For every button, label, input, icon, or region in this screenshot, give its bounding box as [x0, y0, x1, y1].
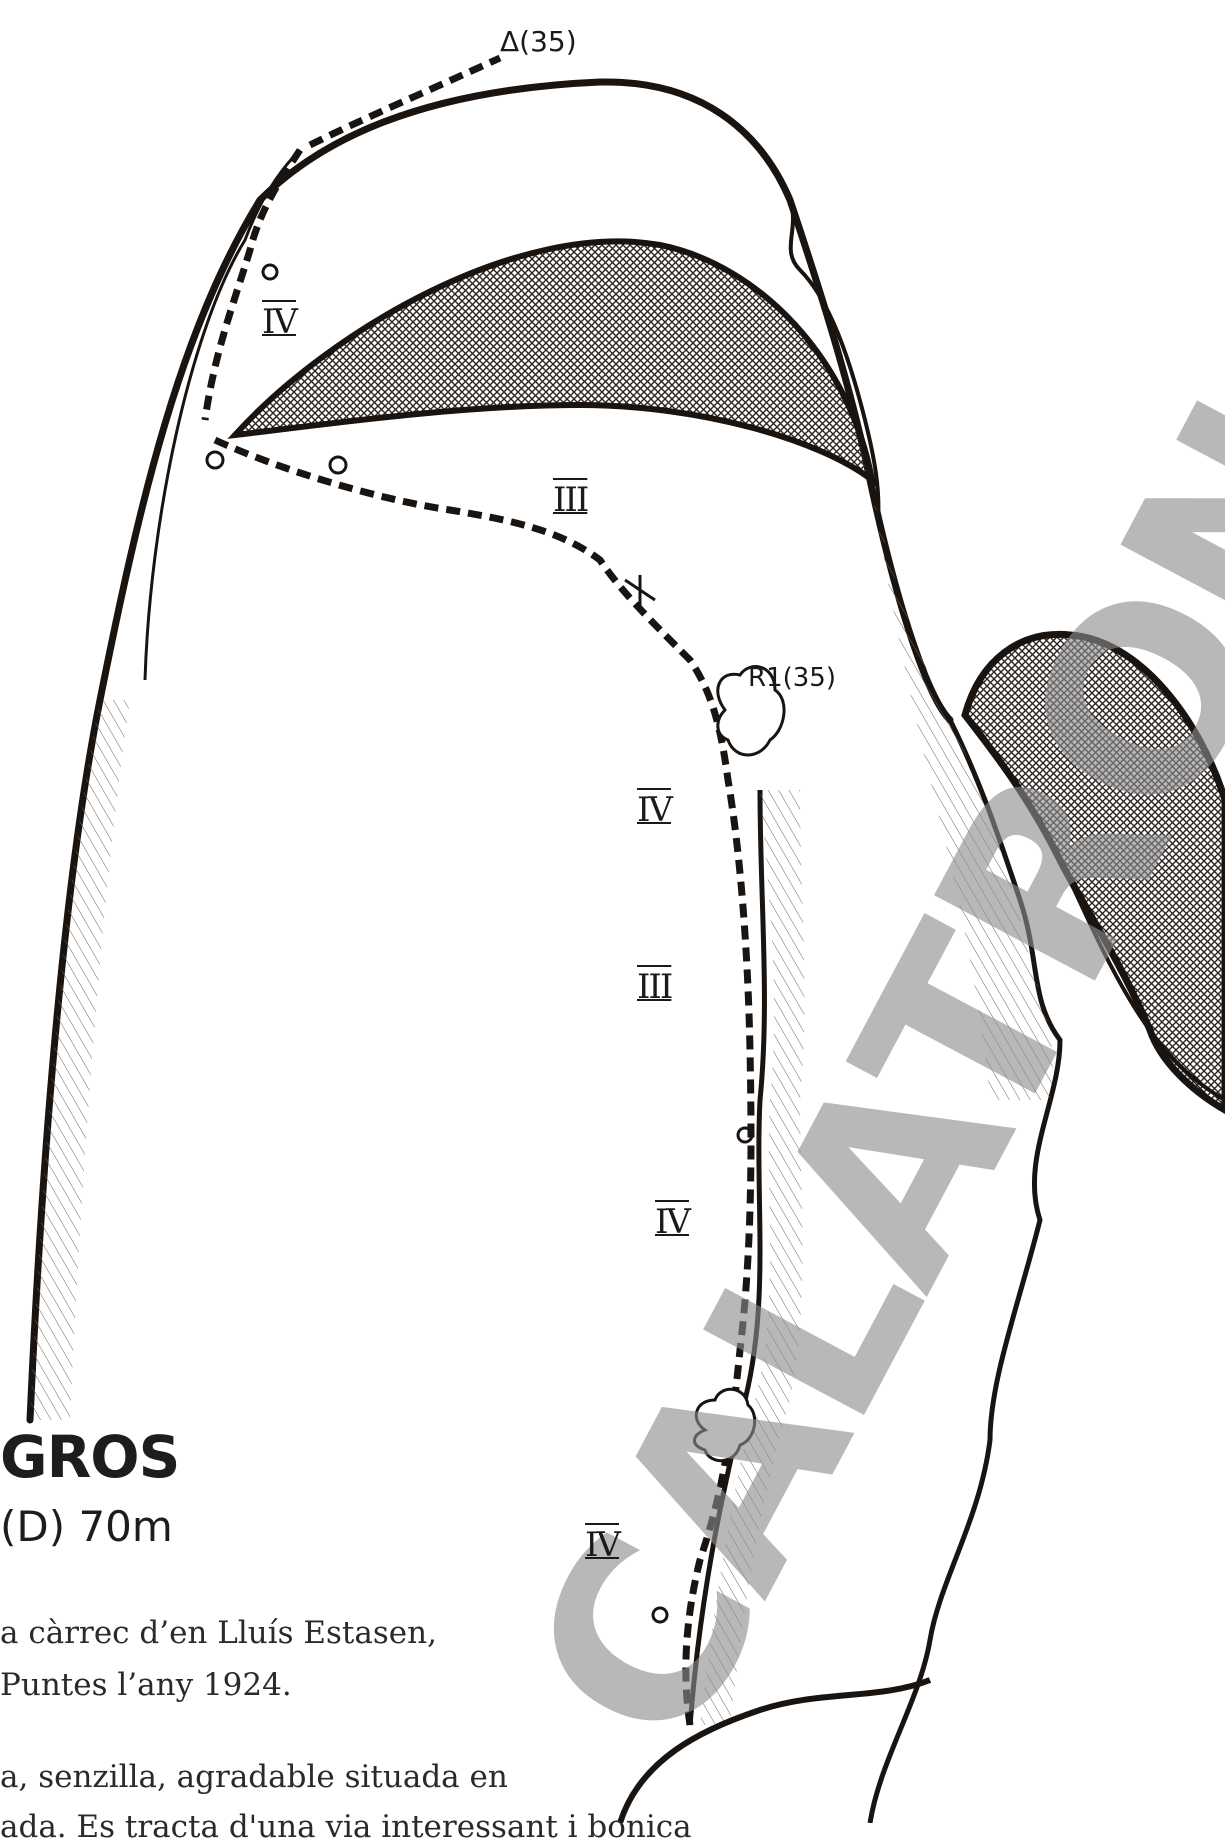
grade-label: III [637, 970, 671, 1004]
grade-label: IV [262, 305, 296, 339]
piton-2 [330, 457, 346, 473]
description-line: a càrrec d’en Lluís Estasen, [0, 1618, 437, 1649]
belay-label: R1(35) [748, 665, 836, 691]
route-subtitle: (D) 70m [0, 1506, 173, 1548]
description-line: a, senzilla, agradable situada en [0, 1762, 508, 1793]
overhang-roof [235, 241, 872, 480]
pillar-shading [700, 790, 804, 1725]
grade-label: IV [655, 1205, 689, 1239]
piton-4 [653, 1608, 667, 1622]
route-title: GROS [0, 1428, 179, 1486]
grade-label: III [553, 483, 587, 517]
grade-label: IV [585, 1528, 619, 1562]
grade-label: IV [637, 793, 671, 827]
piton-1 [207, 452, 223, 468]
summit-label: Δ(35) [500, 28, 577, 56]
description-line: Puntes l’any 1924. [0, 1670, 292, 1701]
crux-mark [625, 575, 655, 605]
rock-base [620, 1680, 930, 1823]
description-line: ada. Es tracta d'una via interessant i b… [0, 1812, 692, 1843]
piton-5 [263, 265, 277, 279]
